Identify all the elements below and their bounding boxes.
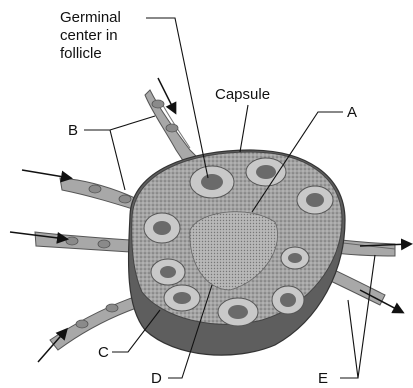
label-a: A [347, 104, 357, 122]
follicle [272, 286, 304, 314]
follicle [164, 285, 200, 311]
label-germinal-line3: follicle [60, 45, 121, 63]
label-e: E [318, 370, 328, 388]
label-germinal-line2: center in [60, 27, 121, 45]
follicle [151, 259, 185, 285]
follicle [218, 298, 258, 326]
follicle [281, 247, 309, 269]
label-c: C [98, 344, 109, 362]
follicle [144, 213, 180, 243]
follicle [190, 166, 234, 198]
label-capsule: Capsule [215, 86, 270, 104]
label-d: D [151, 370, 162, 388]
afferent-vessel-left-mid [35, 232, 130, 252]
follicle [297, 186, 333, 214]
leader-e [340, 255, 375, 378]
label-b: B [68, 122, 78, 140]
leader-b-bottom [110, 130, 125, 190]
leader-b-top [84, 116, 155, 130]
label-germinal-line1: Germinal [60, 9, 121, 27]
follicle [246, 158, 286, 186]
label-germinal-center: Germinal center in follicle [60, 9, 121, 63]
leader-capsule [240, 105, 248, 152]
leader-germinal [146, 18, 208, 178]
afferent-vessel-bottom-left [50, 295, 145, 350]
